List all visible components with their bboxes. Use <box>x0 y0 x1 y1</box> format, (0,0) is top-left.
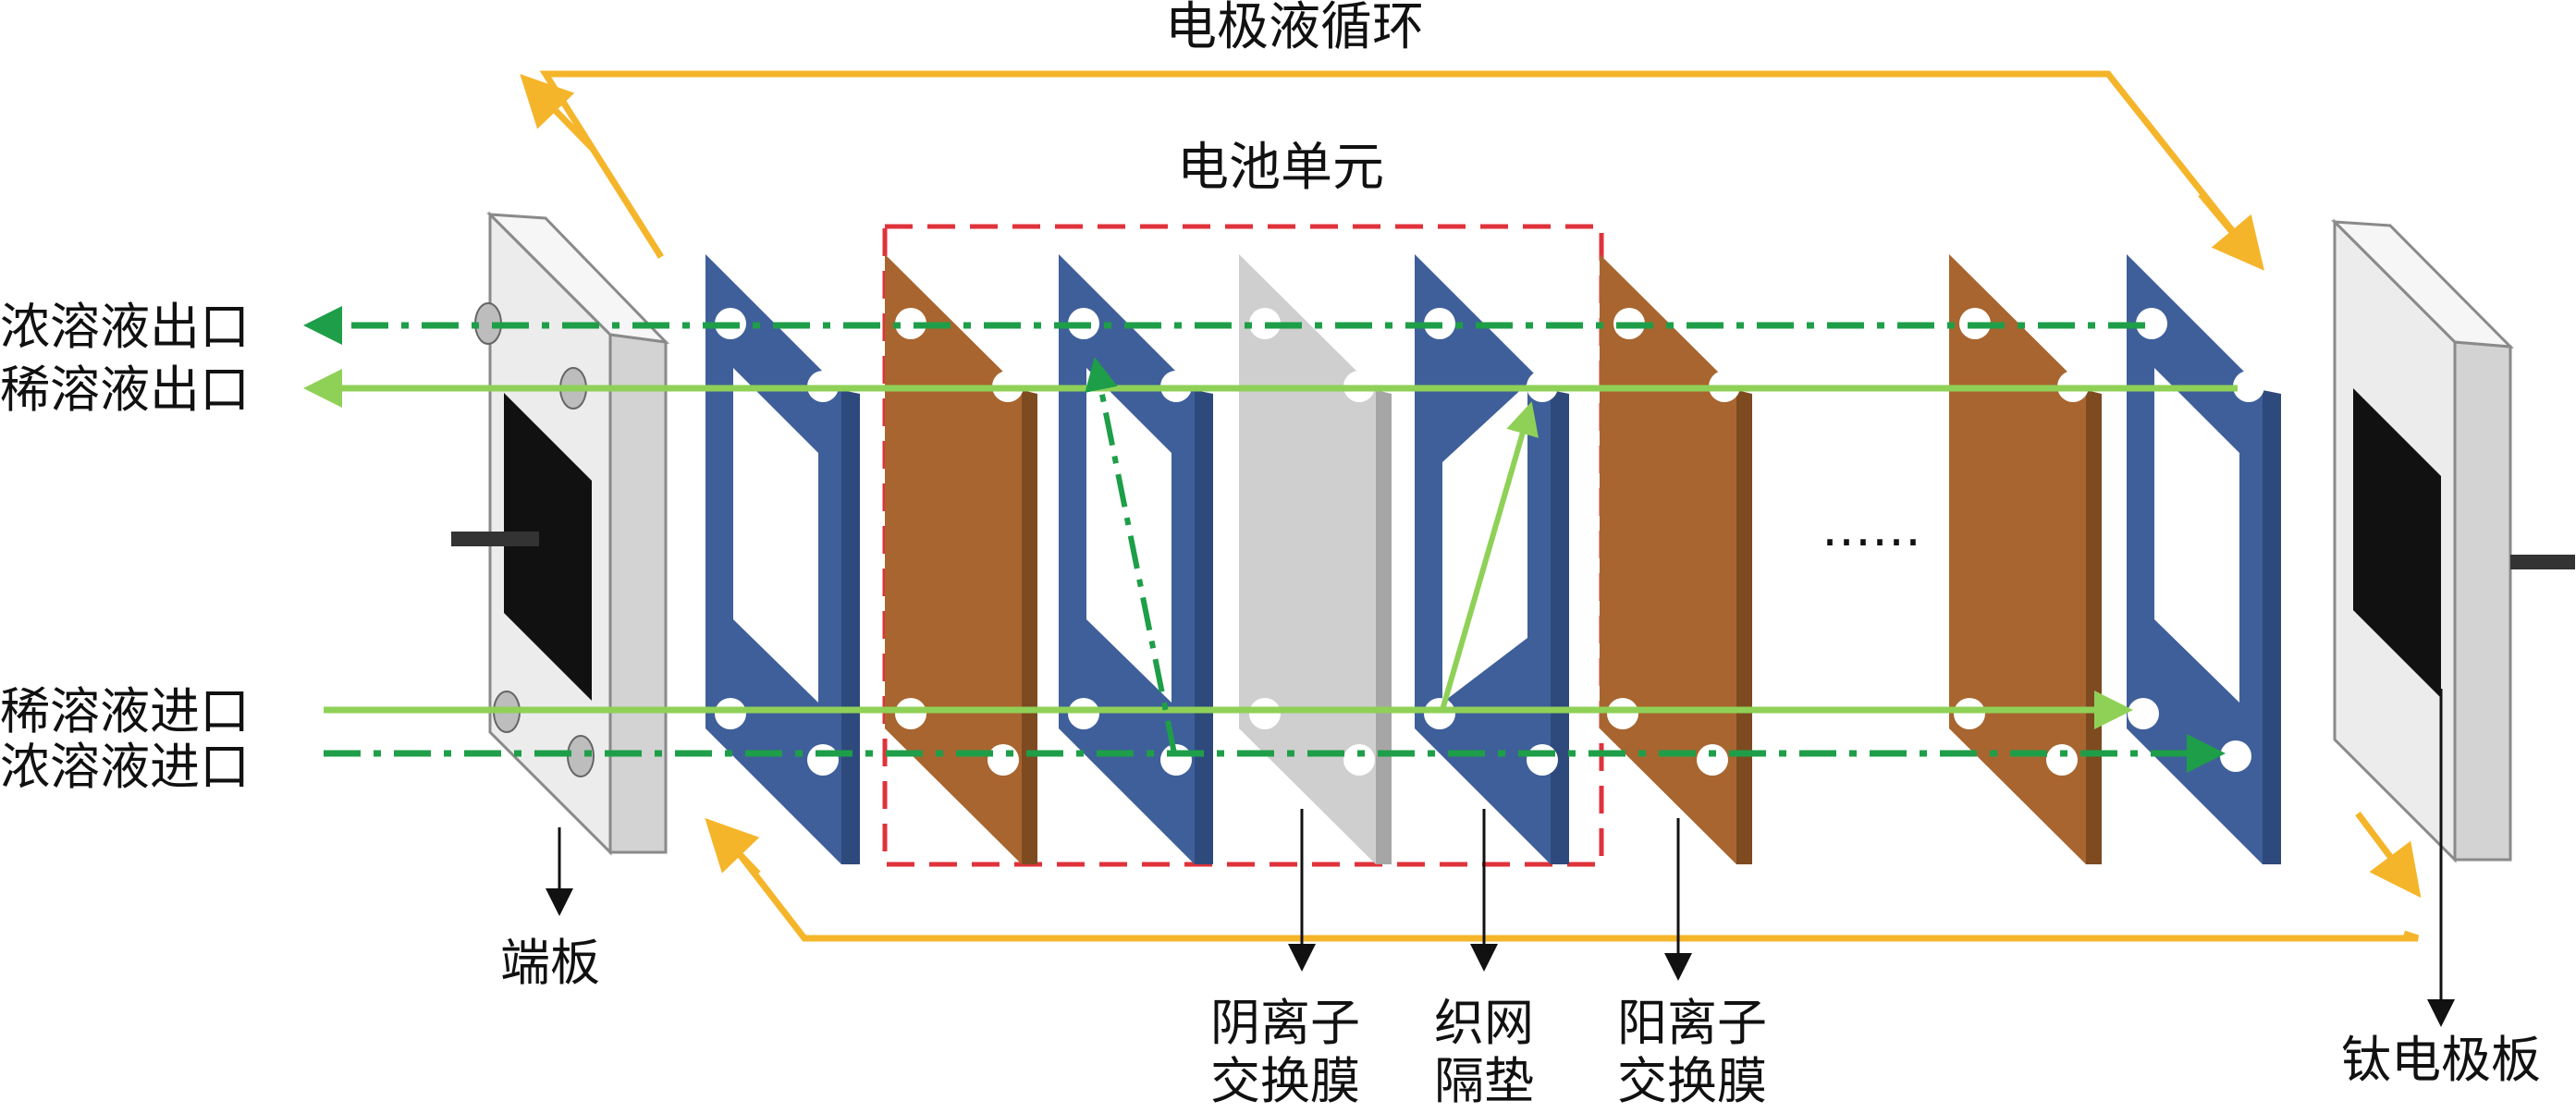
port-hole <box>1068 698 1099 729</box>
cation-membrane-label-1: 阳离子 <box>1617 994 1767 1052</box>
cation-edge <box>1022 390 1037 864</box>
cation-membrane-1 <box>885 254 1037 864</box>
anion-membrane-label-2: 交换膜 <box>1210 1052 1360 1108</box>
cation-membrane-2 <box>1600 254 1752 864</box>
loop-top-left-arrow <box>520 73 595 151</box>
mesh-spacer-4 <box>2127 254 2281 864</box>
titanium-electrode-label: 钛电极板 <box>2341 1031 2541 1089</box>
port-hole <box>2220 740 2251 772</box>
mesh-spacer-1 <box>705 254 860 864</box>
cation-edge <box>2086 390 2102 864</box>
electrode-terminal-left <box>451 532 539 546</box>
port-hole <box>2136 308 2167 339</box>
port-hole <box>1424 698 1455 729</box>
loop-top-path <box>539 70 2259 263</box>
port-hole <box>715 698 746 729</box>
spacer-edge <box>1551 390 1569 864</box>
port-hole <box>1607 698 1638 729</box>
electrode-terminal-right <box>2510 555 2575 569</box>
port-hole <box>2128 698 2159 729</box>
spacer-window <box>1442 384 1527 703</box>
end-plate-top <box>486 213 670 345</box>
mesh-spacer-label-2: 隔垫 <box>1434 1052 1534 1108</box>
dilute-outlet-label: 稀溶液出口 <box>0 361 250 419</box>
electrolyte-circulation-label: 电极液循环 <box>1165 0 1424 57</box>
conc-internal-flow <box>1085 357 1177 754</box>
port-hole <box>895 308 926 339</box>
loop-bottom-left-arrow <box>705 817 761 876</box>
port-hole <box>895 698 926 729</box>
port-hole <box>1343 744 1375 776</box>
cell-unit-label: 电池单元 <box>1177 138 1384 198</box>
titanium-electrode-plate <box>2331 218 2575 863</box>
port-hole <box>807 744 839 776</box>
mesh-spacer-label-1: 织网 <box>1434 994 1534 1052</box>
electrode-black-left <box>504 393 592 701</box>
port-hole <box>987 744 1019 776</box>
port-hole <box>1249 698 1281 729</box>
spacer-edge <box>841 390 860 864</box>
component-pointers <box>546 689 2455 1027</box>
electrolyte-loop-bottom <box>705 811 2422 942</box>
anion-membrane-label-1: 阴离子 <box>1210 994 1360 1052</box>
anion-membrane <box>1239 254 1392 864</box>
electrode-plate-top <box>2331 220 2514 349</box>
port-hole <box>1697 744 1728 776</box>
conc-outlet-label: 浓溶液出口 <box>0 298 250 356</box>
port-hole <box>2046 744 2078 776</box>
conc-inlet-label: 浓溶液进口 <box>0 738 250 796</box>
end-plate-label: 端板 <box>500 934 600 992</box>
stack-ellipsis: …… <box>1822 499 1921 557</box>
spacer-window <box>1086 368 1171 703</box>
loop-bottom-right-arrow <box>2355 811 2422 899</box>
dilute-internal-flow <box>1440 401 1539 711</box>
electrolyte-loop-top <box>520 70 2264 271</box>
electrode-plate-side <box>2453 340 2512 862</box>
spacer-window <box>733 368 818 703</box>
electrode-black-right <box>2353 388 2441 698</box>
spacer-edge <box>1195 390 1213 864</box>
cation-membrane-3 <box>1949 254 2102 864</box>
loop-top-right-arrow <box>2198 191 2264 271</box>
port-hole <box>2233 371 2264 402</box>
dilute-inlet-label: 稀溶液进口 <box>0 682 250 740</box>
spacer-window <box>2154 368 2239 703</box>
port-hole <box>1954 698 1985 729</box>
cation-edge <box>1736 390 1752 864</box>
loop-bottom-path <box>723 834 2420 942</box>
flow-lines <box>303 306 2238 773</box>
end-plate-side <box>608 333 668 854</box>
cation-membrane-label-2: 交换膜 <box>1617 1052 1767 1108</box>
port-hole <box>1527 744 1558 776</box>
anion-edge <box>1376 390 1392 864</box>
spacer-edge <box>2263 390 2281 864</box>
end-plate-left <box>451 211 670 856</box>
mesh-spacer-3 <box>1415 254 1569 864</box>
